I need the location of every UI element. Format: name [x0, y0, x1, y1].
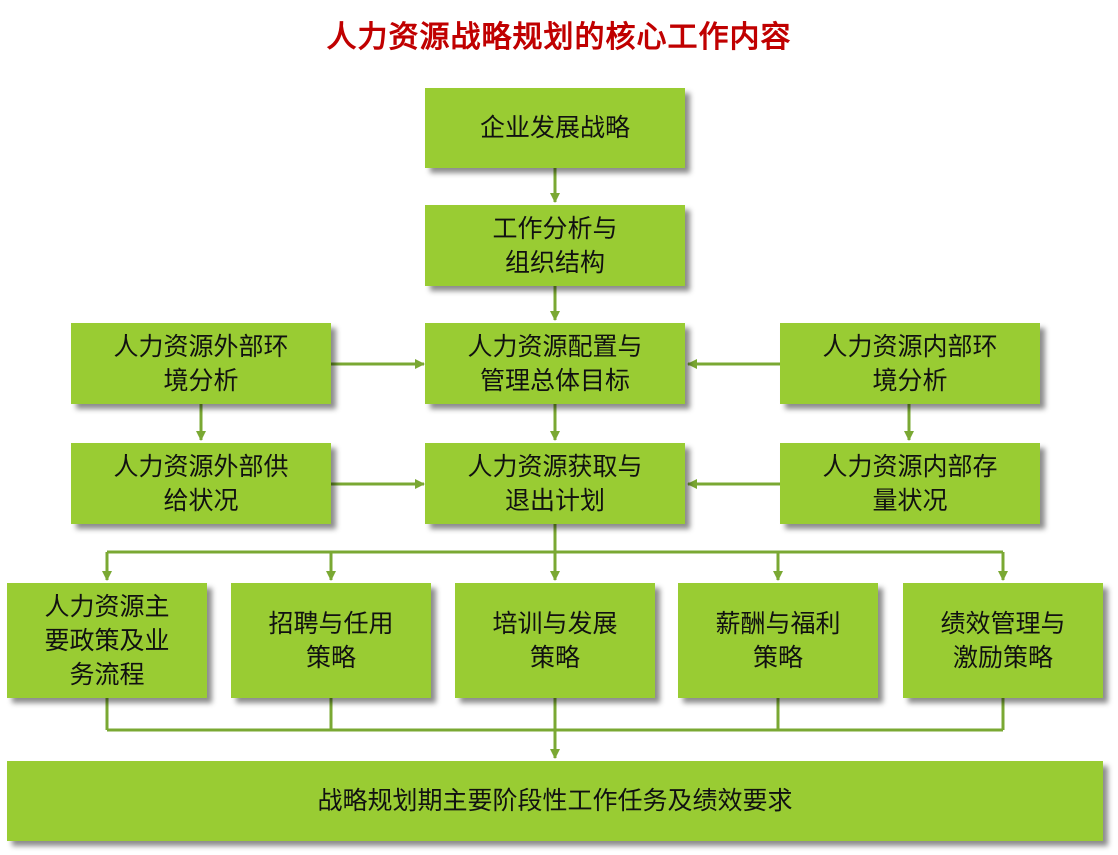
- node-enterprise-strategy: 企业发展战略: [425, 88, 685, 168]
- node-label: 人力资源配置与 管理总体目标: [467, 331, 643, 395]
- diagram-title: 人力资源战略规划的核心工作内容: [326, 20, 792, 55]
- node-label: 人力资源主 要政策及业 务流程: [44, 591, 170, 689]
- node-label: 企业发展战略: [479, 113, 630, 142]
- node-recruitment: 招聘与任用 策略: [231, 583, 431, 698]
- node-performance: 绩效管理与 激励策略: [903, 583, 1103, 698]
- node-training: 培训与发展 策略: [455, 583, 655, 698]
- node-external-env: 人力资源外部环 境分析: [71, 323, 331, 404]
- node-label: 培训与发展 策略: [492, 608, 618, 672]
- node-label: 工作分析与 组织结构: [492, 213, 618, 277]
- node-stage-tasks: 战略规划期主要阶段性工作任务及绩效要求: [7, 761, 1103, 841]
- node-label: 招聘与任用 策略: [268, 608, 394, 672]
- node-acquisition-exit: 人力资源获取与 退出计划: [425, 443, 685, 524]
- node-allocation-targets: 人力资源配置与 管理总体目标: [425, 323, 685, 404]
- node-label: 人力资源外部供 给状况: [113, 451, 289, 515]
- node-external-supply: 人力资源外部供 给状况: [71, 443, 331, 524]
- node-label: 人力资源外部环 境分析: [113, 331, 289, 395]
- node-internal-stock: 人力资源内部存 量状况: [780, 443, 1040, 524]
- node-job-analysis: 工作分析与 组织结构: [425, 205, 685, 286]
- node-compensation: 薪酬与福利 策略: [678, 583, 878, 698]
- node-internal-env: 人力资源内部环 境分析: [780, 323, 1040, 404]
- node-label: 人力资源获取与 退出计划: [467, 451, 643, 515]
- node-label: 战略规划期主要阶段性工作任务及绩效要求: [317, 786, 793, 815]
- node-label: 人力资源内部环 境分析: [822, 331, 998, 395]
- node-label: 薪酬与福利 策略: [715, 608, 841, 672]
- node-main-policies: 人力资源主 要政策及业 务流程: [7, 583, 207, 698]
- node-label: 绩效管理与 激励策略: [940, 608, 1066, 672]
- node-label: 人力资源内部存 量状况: [822, 451, 998, 515]
